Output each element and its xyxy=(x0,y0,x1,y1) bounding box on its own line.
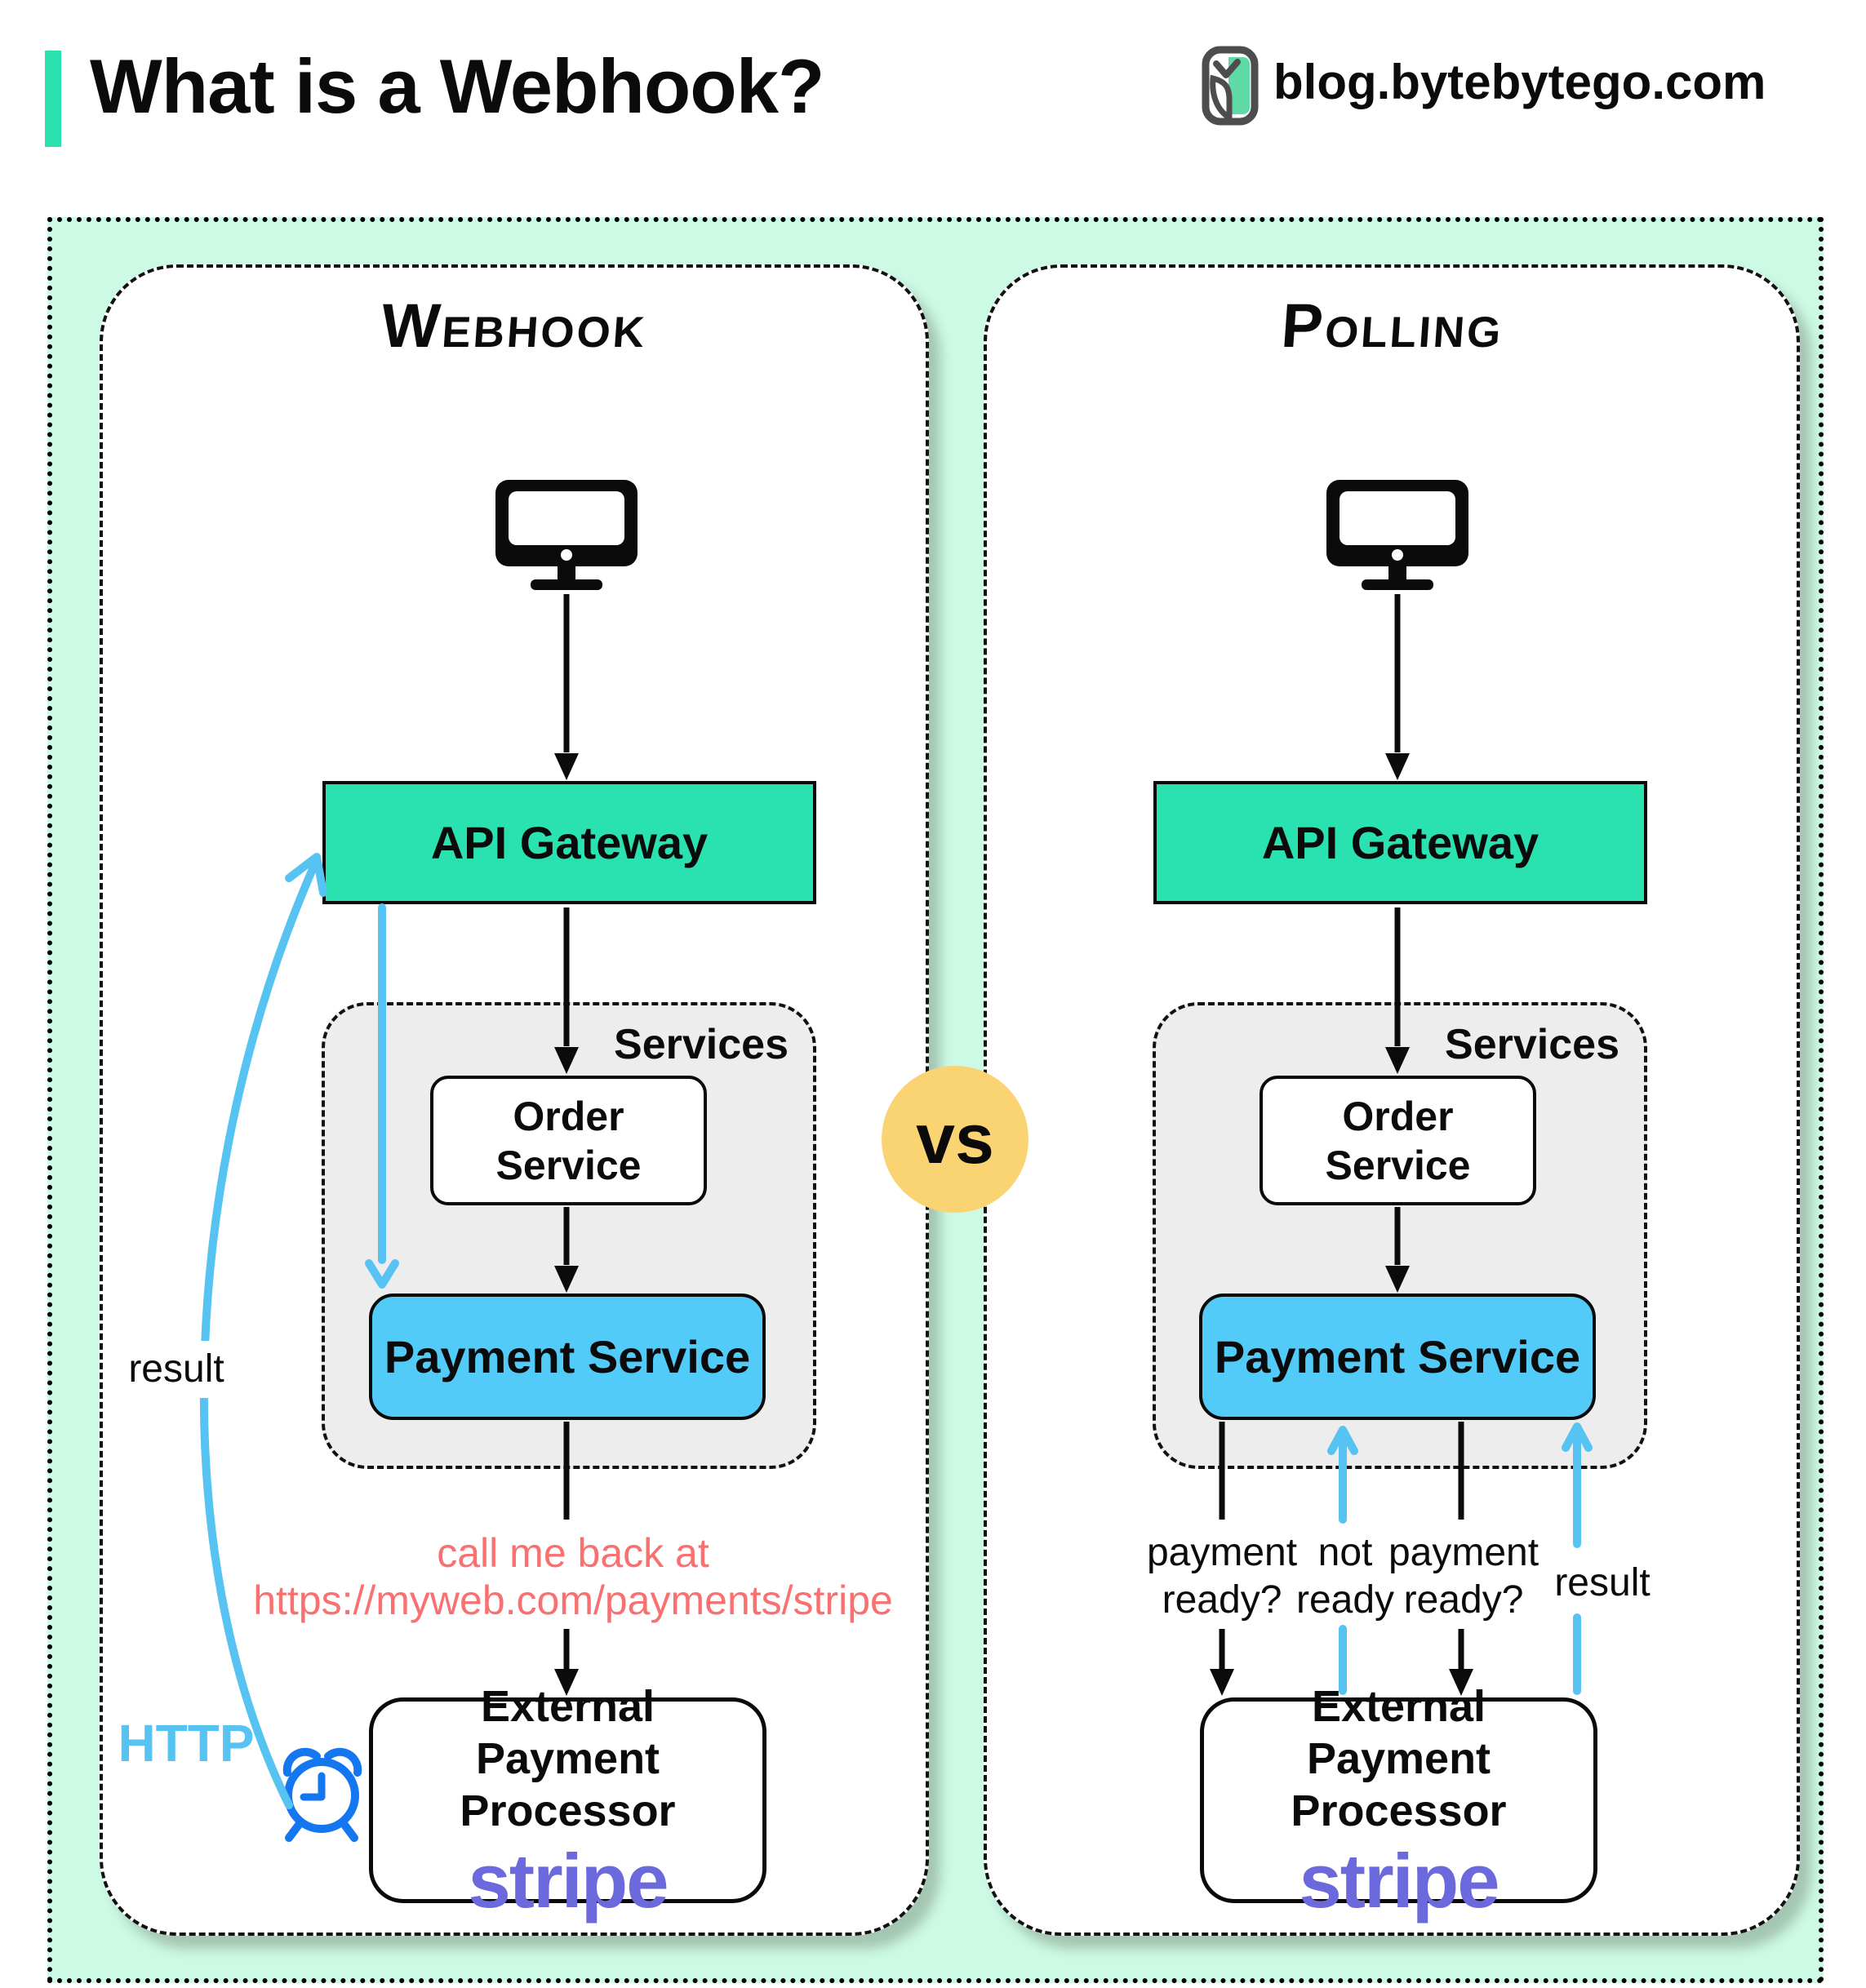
monitor-icon xyxy=(489,477,644,597)
vs-badge: vs xyxy=(882,1066,1029,1213)
payment-service-box: Payment Service xyxy=(369,1294,766,1420)
external-line1: External xyxy=(1311,1682,1486,1731)
title-accent-bar xyxy=(45,51,61,147)
label-line: ready? xyxy=(1162,1578,1282,1622)
payment-ready-label: payment ready? xyxy=(1388,1529,1539,1624)
bytebytego-logo-icon xyxy=(1202,46,1259,130)
stripe-logo: stripe xyxy=(1299,1838,1500,1924)
polling-panel-title: Polling xyxy=(1279,291,1506,361)
payment-service-box: Payment Service xyxy=(1199,1294,1596,1420)
monitor-icon xyxy=(1320,477,1475,597)
external-line2: Payment Processor xyxy=(1291,1734,1507,1835)
not-ready-label: not ready xyxy=(1296,1529,1394,1624)
label-line: ready? xyxy=(1403,1578,1524,1622)
payment-service-label: Payment Service xyxy=(1214,1331,1581,1382)
external-payment-processor-box: External Payment Processor stripe xyxy=(369,1682,766,1920)
api-gateway-label: API Gateway xyxy=(1261,817,1539,868)
result-label: result xyxy=(120,1341,233,1398)
services-group-label: Services xyxy=(1445,1021,1619,1068)
order-service-box: Order Service xyxy=(1260,1076,1536,1205)
result-label: result xyxy=(1554,1561,1651,1604)
stripe-logo: stripe xyxy=(468,1838,669,1924)
page-title: What is a Webhook? xyxy=(90,43,824,129)
order-service-box: Order Service xyxy=(430,1076,707,1205)
payment-ready-label: payment ready? xyxy=(1147,1529,1297,1624)
http-label: HTTP xyxy=(118,1714,255,1773)
services-group-label: Services xyxy=(614,1021,789,1068)
label-line: not xyxy=(1317,1531,1373,1574)
callback-line2: https://myweb.com/payments/stripe xyxy=(253,1578,893,1623)
callback-url-label: call me back at https://myweb.com/paymen… xyxy=(253,1529,893,1624)
order-service-label: Order Service xyxy=(1325,1093,1471,1188)
label-line: ready xyxy=(1295,1578,1395,1622)
callback-line1: call me back at xyxy=(437,1530,709,1576)
external-payment-processor-box: External Payment Processor stripe xyxy=(1200,1682,1597,1920)
api-gateway-box: API Gateway xyxy=(322,781,816,904)
site-url: blog.bytebytego.com xyxy=(1273,55,1766,109)
label-line: payment xyxy=(1146,1531,1298,1574)
alarm-clock-icon xyxy=(269,1737,375,1855)
payment-service-label: Payment Service xyxy=(384,1331,751,1382)
label-line: payment xyxy=(1388,1531,1539,1574)
api-gateway-box: API Gateway xyxy=(1153,781,1647,904)
api-gateway-label: API Gateway xyxy=(430,817,709,868)
vs-label: vs xyxy=(916,1099,994,1178)
order-service-label: Order Service xyxy=(495,1093,642,1188)
external-line2: Payment Processor xyxy=(460,1734,676,1835)
external-line1: External xyxy=(480,1682,655,1731)
webhook-panel-title: Webhook xyxy=(379,291,650,361)
